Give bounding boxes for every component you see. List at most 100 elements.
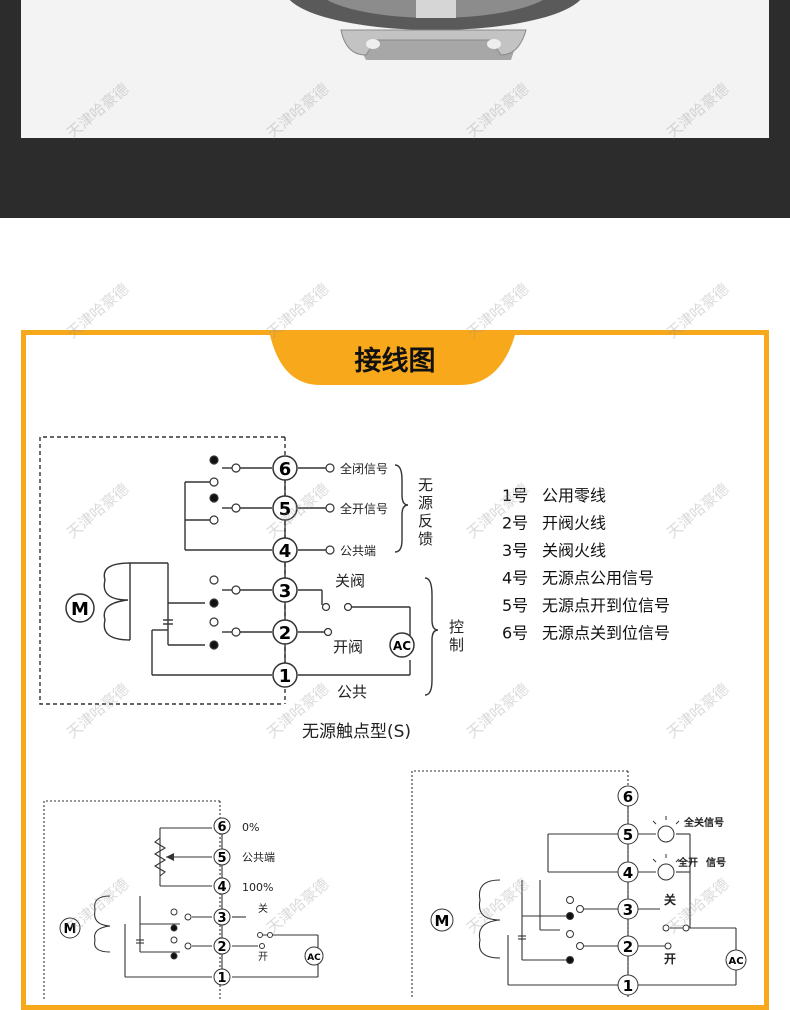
diagram1-terminals: 6 5 4 3 2 1 M AC: [65, 455, 415, 688]
terminal-5-label: 5: [279, 499, 292, 520]
wiring-frame: [21, 330, 769, 1010]
label-100-percent: 100%: [242, 881, 273, 894]
terminal-6-label: 6: [217, 820, 226, 835]
terminal-3-label: 3: [279, 581, 292, 602]
terminal-2: [617, 935, 639, 957]
label-full-close-signal: 全闭信号: [340, 461, 388, 476]
terminal-5: [617, 823, 639, 845]
terminal-4: [213, 877, 231, 895]
terminal-4: [617, 861, 639, 883]
label-full-open-signal: 全开信号: [340, 501, 388, 516]
terminal-4-label: 4: [623, 864, 633, 882]
terminal-2-label: 2: [217, 940, 226, 955]
terminal-6: [617, 785, 639, 807]
label-passive-feedback: 无源反馈: [418, 476, 433, 548]
diagram2-terminals: 6 5 4 3 2 1 M AC: [59, 817, 324, 986]
terminal-2-label: 2: [623, 938, 633, 956]
terminal-2-label: 2: [279, 623, 292, 644]
terminal-2: [213, 937, 231, 955]
terminal-3-label: 3: [623, 901, 633, 919]
label-full-open: 全开: [677, 856, 698, 869]
label-close: 关: [258, 902, 268, 915]
ac-source-icon: [725, 949, 747, 971]
terminal-5: [272, 495, 298, 521]
terminal-1-label: 1: [623, 977, 633, 995]
diagram1-caption: 无源触点型(S): [302, 722, 411, 742]
terminal-1-label: 1: [279, 666, 292, 687]
terminal-1: [272, 662, 298, 688]
wiper-arrow-icon: [166, 853, 174, 861]
legend-number: 6号: [502, 624, 528, 643]
page-title: 接线图: [355, 346, 436, 377]
lamp-icon: [657, 825, 675, 843]
terminal-1: [213, 968, 231, 986]
legend-description: 关阀火线: [542, 541, 606, 560]
motor-label: M: [64, 922, 77, 937]
label-open: 开: [664, 952, 676, 966]
label-0-percent: 0%: [242, 821, 259, 834]
legend-description: 开阀火线: [542, 514, 606, 533]
diagram2-labels: 0% 公共端 100% 关 开: [242, 821, 275, 963]
terminal-1: [617, 974, 639, 996]
legend-description: 无源点公用信号: [542, 569, 654, 588]
legend-list: 1号公用零线 2号开阀火线 3号关阀火线 4号无源点公用信号 5号无源点开到位信号 6号无…: [502, 486, 670, 643]
title-tab: [270, 335, 515, 385]
terminal-5-label: 5: [623, 826, 633, 844]
label-control: 控制: [449, 618, 464, 654]
terminal-3: [213, 908, 231, 926]
label-open: 开: [258, 952, 268, 963]
diagram2-contacts: [170, 908, 273, 960]
ac-label: AC: [728, 956, 743, 967]
diagram3-terminals: 6 5 4 3 2 1 M AC: [430, 785, 747, 996]
legend-number: 3号: [502, 541, 528, 560]
terminal-6: [272, 455, 298, 481]
label-close-valve: 关阀: [335, 572, 365, 590]
lamp-icon: [657, 863, 675, 881]
label-common: 公共: [337, 683, 367, 701]
terminal-6-label: 6: [623, 788, 633, 806]
terminal-3: [617, 898, 639, 920]
diagram3-contacts: [566, 896, 690, 964]
label-signal: 信号: [706, 856, 726, 869]
terminal-3-label: 3: [217, 911, 226, 926]
legend-number: 5号: [502, 596, 528, 615]
terminal-5: [213, 848, 231, 866]
diagram1-contacts: [209, 455, 353, 650]
diagram-signal-lamp: [411, 770, 737, 999]
terminal-5-label: 5: [217, 851, 226, 866]
diagram-potentiometer: [43, 800, 319, 999]
terminal-4-label: 4: [217, 880, 226, 895]
legend-description: 无源点开到位信号: [542, 596, 670, 615]
motor-icon: [430, 908, 454, 932]
terminal-4: [272, 537, 298, 563]
terminal-6: [213, 817, 231, 835]
diagram1-labels: 全闭信号 全开信号 公共端 关阀 开阀 公共 无源触点型(S): [302, 461, 411, 742]
label-common-terminal: 公共端: [340, 544, 376, 558]
diagram-passive-contact: [39, 436, 439, 705]
ac-label: AC: [307, 953, 321, 963]
legend-description: 公用零线: [542, 486, 606, 505]
label-full-close-signal: 全关信号: [683, 816, 724, 829]
label-open-valve: 开阀: [333, 638, 363, 656]
legend-description: 无源点关到位信号: [542, 624, 670, 643]
legend-number: 2号: [502, 514, 528, 533]
terminal-1-label: 1: [217, 971, 226, 986]
ac-source-icon: [389, 632, 415, 658]
terminal-6-label: 6: [279, 459, 292, 480]
diagram3-lamps: [648, 816, 684, 881]
diagram3-labels: 全关信号 全开 信号 关 开: [664, 816, 726, 966]
product-photo: [21, 0, 769, 138]
motor-label: M: [71, 599, 89, 620]
label-close: 关: [664, 892, 676, 907]
motor-icon: [59, 917, 81, 939]
terminal-4-label: 4: [279, 541, 292, 562]
motor-icon: [65, 593, 95, 623]
ac-label: AC: [393, 639, 411, 653]
legend-number: 1号: [502, 486, 528, 505]
ac-source-icon: [304, 946, 324, 966]
valve-photo-illustration: [289, 0, 581, 60]
label-common-terminal: 公共端: [242, 851, 275, 864]
terminal-3: [272, 577, 298, 603]
legend-number: 4号: [502, 569, 528, 588]
